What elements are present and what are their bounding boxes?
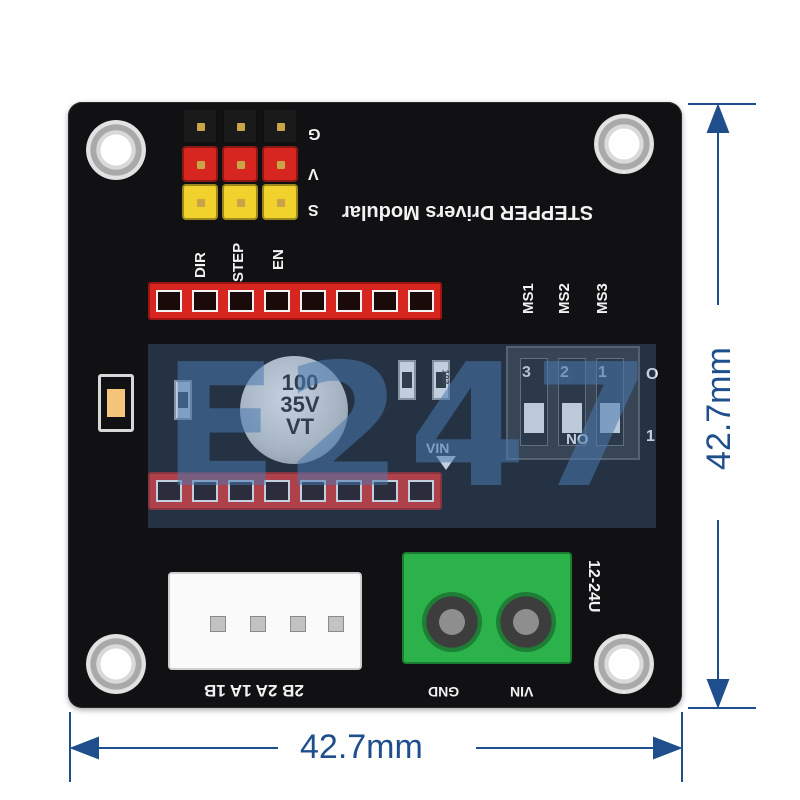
- terminal-label-gnd: GND: [428, 684, 460, 700]
- dip-label-ms2: MS2: [556, 283, 573, 314]
- header-label-s: S: [308, 201, 319, 218]
- terminal-screw-gnd[interactable]: [422, 592, 482, 652]
- mount-hole-top-left: [86, 120, 146, 180]
- dip-switch-2[interactable]: [558, 358, 586, 446]
- dip-number-2: 2: [560, 364, 569, 381]
- dim-h-arrow-left: [69, 736, 99, 760]
- electrolytic-capacitor: [240, 356, 348, 464]
- height-dimension-label: 42.7mm: [700, 347, 738, 470]
- capacitor-voltage: 35V: [280, 392, 320, 417]
- mount-hole-bottom-left: [86, 634, 146, 694]
- signal-label-dir: DIR: [192, 252, 209, 278]
- vin-arrow-icon: [436, 456, 456, 470]
- signal-label-en: EN: [270, 249, 287, 270]
- dim-v-arrow-down: [706, 679, 730, 709]
- header-label-g: G: [308, 125, 321, 142]
- driver-socket-bottom: [148, 472, 442, 510]
- motor-pin-labels: 2B 2A 1A 1B: [204, 681, 304, 700]
- pin-header-row-black: [182, 108, 298, 144]
- dip-state-1: 1: [646, 428, 655, 445]
- pin-header-row-red: [182, 146, 298, 182]
- dip-switch-1[interactable]: [596, 358, 624, 446]
- dip-number-1: 1: [598, 364, 607, 381]
- header-label-v: V: [308, 165, 319, 182]
- microstep-dip-switch: [506, 346, 640, 460]
- power-range-label: 12-24U: [585, 560, 602, 613]
- capacitor-marking: 100 35V VT: [270, 372, 330, 438]
- driver-socket-top: [148, 282, 442, 320]
- dip-switch-3[interactable]: [520, 358, 548, 446]
- resistor-3: [432, 360, 450, 400]
- mount-hole-bottom-right: [594, 634, 654, 694]
- board-title: STEPPER Drivers Modular: [342, 201, 594, 223]
- vin-pin-label: VIN: [426, 440, 450, 456]
- watermark-band: [148, 344, 656, 528]
- motor-connector: [168, 572, 362, 670]
- capacitor-value: 100: [281, 370, 319, 395]
- watermark-logo: E247: [162, 328, 657, 526]
- pin-header-row-yellow: [182, 184, 298, 220]
- mount-hole-top-right: [594, 114, 654, 174]
- capacitor-series: VT: [285, 414, 315, 439]
- width-dimension-label: 42.7mm: [300, 728, 423, 766]
- power-terminal-block: [402, 552, 572, 664]
- signal-label-step: STEP: [230, 242, 247, 282]
- smd-led: [98, 374, 134, 432]
- terminal-screw-vin[interactable]: [496, 592, 556, 652]
- dip-label-ms3: MS3: [594, 283, 611, 314]
- resistor-2: [398, 360, 416, 400]
- dip-state-0: O: [646, 366, 659, 383]
- dim-v-arrow-up: [706, 103, 730, 133]
- dim-h-arrow-right: [653, 736, 683, 760]
- resistor-1: [174, 380, 192, 420]
- dip-number-3: 3: [522, 364, 531, 381]
- terminal-label-vin: VIN: [510, 684, 534, 700]
- dip-label-ms1: MS1: [520, 283, 537, 314]
